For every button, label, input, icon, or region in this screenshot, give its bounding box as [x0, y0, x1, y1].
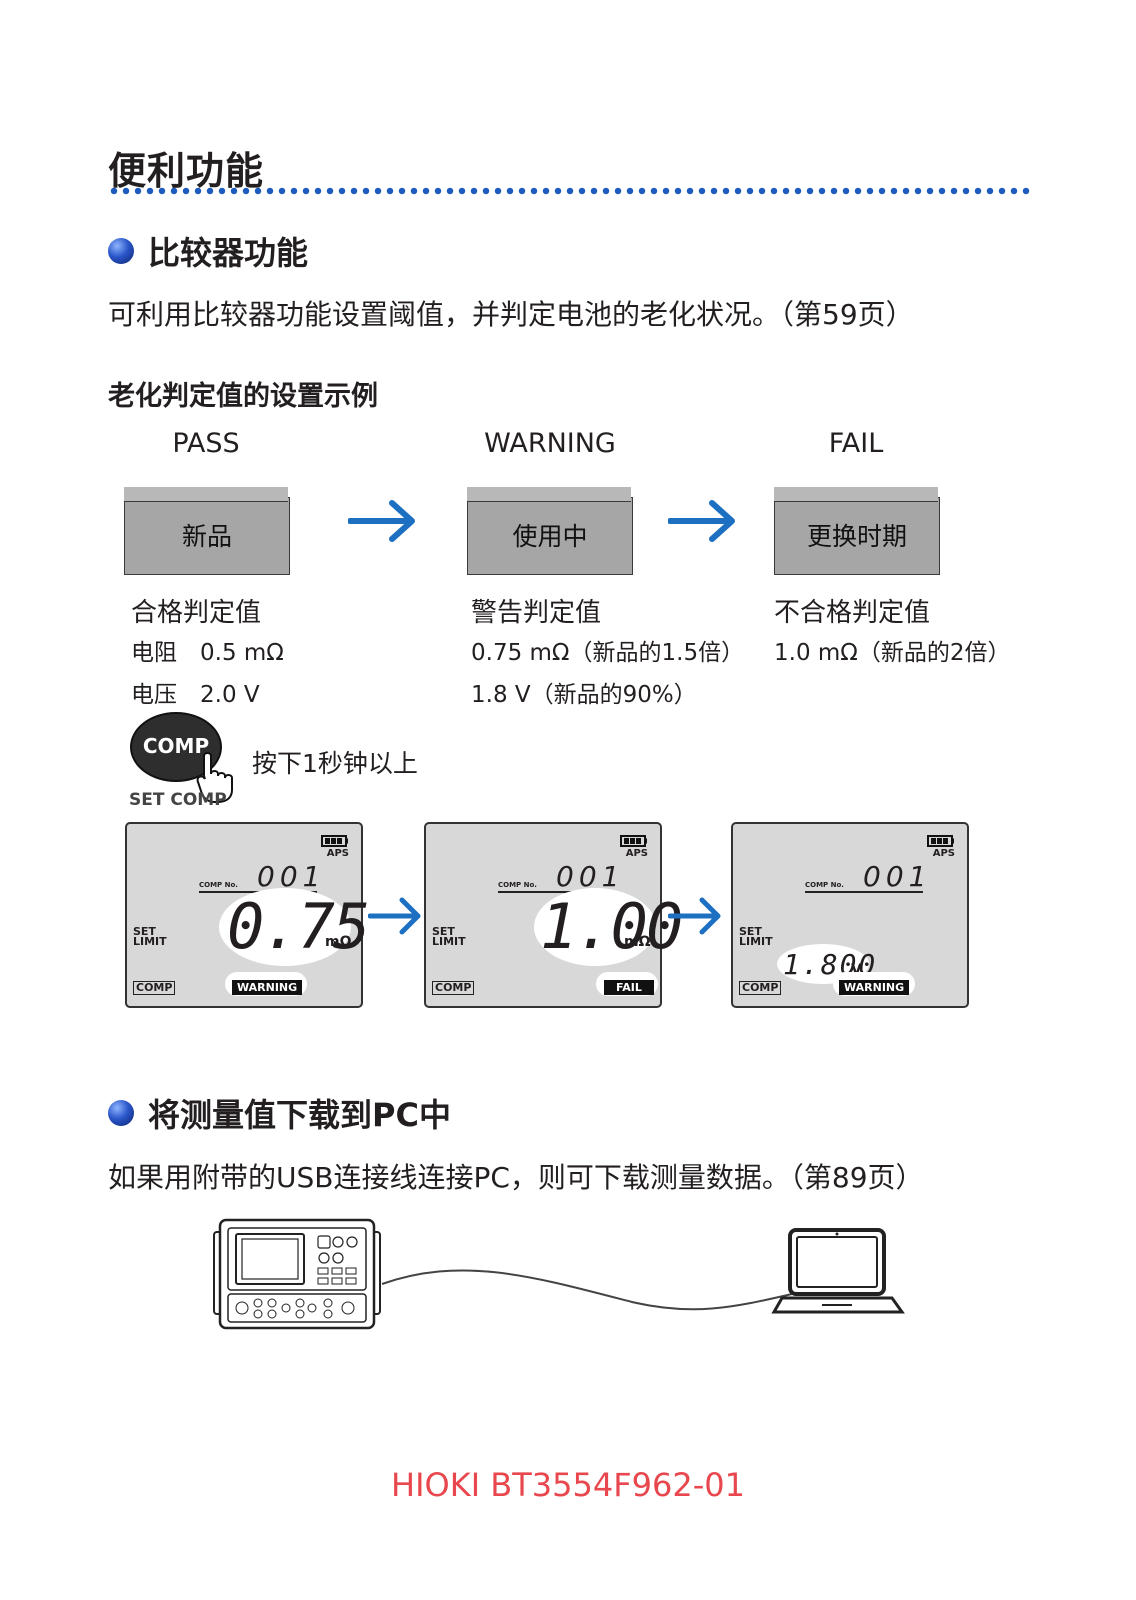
arrow-right-icon [668, 897, 721, 935]
battery-in-use: 使用中 [467, 483, 633, 575]
comp-no-label: COMP No. [805, 881, 844, 889]
bullet-icon [108, 238, 134, 264]
status-badge: FAIL [604, 980, 654, 995]
comp-no-label: COMP No. [498, 881, 537, 889]
usb-cable [381, 1269, 793, 1311]
footer-document-code: HIOKI BT3554F962-01 [391, 1466, 745, 1504]
battery-level-icon [321, 835, 348, 847]
arrow-right-icon [368, 897, 421, 935]
battery-label: 使用中 [512, 522, 588, 551]
section-heading-text: 将测量值下载到PC中 [148, 1096, 451, 1134]
press-instruction: 按下1秒钟以上 [252, 749, 418, 778]
comp-no-label: COMP No. [199, 881, 238, 889]
comp-indicator: COMP [739, 981, 782, 995]
comp-indicator: COMP [133, 981, 176, 995]
battery-tester-device-icon [213, 1218, 381, 1330]
unit-label: V [851, 962, 862, 978]
caption-title: 合格判定值 [131, 598, 262, 628]
battery-label: 更换时期 [806, 522, 907, 551]
battery-label: 新品 [181, 522, 232, 551]
battery-level-icon [927, 835, 954, 847]
aps-indicator: APS [326, 848, 349, 859]
aps-indicator: APS [625, 848, 648, 859]
status-badge: WARNING [839, 980, 910, 995]
arrow-right-icon [668, 500, 735, 542]
battery-new: 新品 [124, 483, 290, 575]
comp-indicator: COMP [432, 981, 475, 995]
example-subheading: 老化判定值的设置示例 [108, 381, 378, 412]
caption-title: 警告判定值 [471, 598, 602, 628]
bullet-icon [108, 1100, 134, 1126]
measured-value: 1.00 [540, 890, 683, 963]
caption-title: 不合格判定值 [774, 598, 931, 628]
status-badge: WARNING [232, 980, 303, 995]
caption-line: 0.75 mΩ（新品的1.5倍） [471, 640, 745, 666]
aps-indicator: APS [932, 848, 955, 859]
usb-connection-illustration [213, 1218, 905, 1330]
section-heading-comparator: 比较器功能 [108, 228, 308, 274]
unit-label: mΩ [624, 934, 651, 950]
caption-warning: 警告判定值 0.75 mΩ（新品的1.5倍） 1.8 V（新品的90%） [471, 592, 744, 709]
section-description: 如果用附带的USB连接线连接PC，则可下载测量数据。（第89页） [108, 1161, 924, 1194]
comp-no-value: 001 [257, 860, 326, 893]
caption-line: 1.8 V（新品的90%） [471, 682, 697, 708]
measured-value: 0.75 [227, 890, 370, 963]
caption-line: 电压 2.0 V [131, 682, 260, 708]
battery-replace: 更换时期 [774, 483, 940, 575]
hand-pointer-icon [196, 752, 233, 803]
title-dotted-rule [108, 186, 1034, 196]
laptop-pc-icon [771, 1228, 905, 1314]
set-comp-label: SET COMP [129, 790, 227, 810]
battery-level-icon [620, 835, 647, 847]
arrow-right-icon [348, 500, 415, 542]
comp-no-value: 001 [863, 860, 932, 893]
page-title: 便利功能 [108, 149, 265, 193]
section-heading-download: 将测量值下载到PC中 [108, 1090, 451, 1136]
comp-no-value: 001 [556, 860, 625, 893]
caption-line: 1.0 mΩ（新品的2倍） [774, 640, 1011, 666]
caption-line: 电阻 0.5 mΩ [131, 640, 284, 666]
state-label-warning: WARNING [484, 428, 616, 459]
comp-button-label: COMP [142, 734, 210, 758]
state-label-fail: FAIL [828, 428, 884, 459]
section-heading-text: 比较器功能 [148, 234, 309, 272]
caption-pass: 合格判定值 电阻 0.5 mΩ 电压 2.0 V [131, 592, 284, 709]
unit-label: mΩ [325, 934, 352, 950]
section-description: 可利用比较器功能设置阈值，并判定电池的老化状况。（第59页） [108, 298, 914, 331]
caption-fail: 不合格判定值 1.0 mΩ（新品的2倍） [774, 592, 1011, 667]
state-label-pass: PASS [172, 428, 240, 459]
